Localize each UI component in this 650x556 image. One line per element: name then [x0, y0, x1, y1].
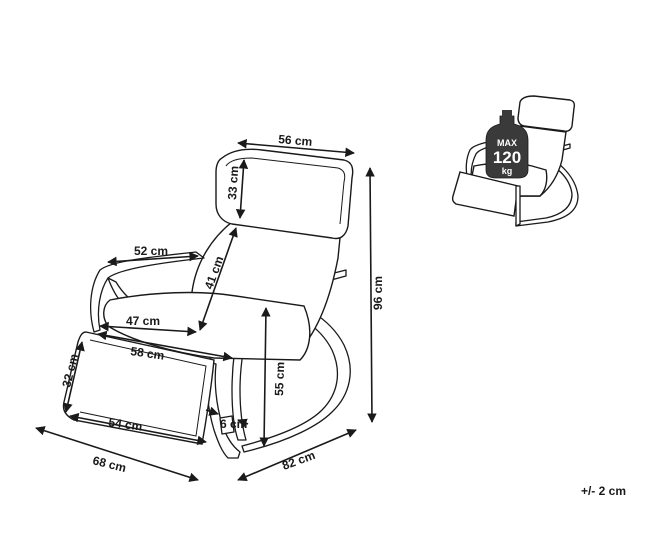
dim-line-headrest-width — [237, 138, 355, 158]
thumbnail-chair: MAX 120 kg — [451, 95, 579, 227]
dim-line-seat-outer — [97, 330, 233, 362]
dim-line-leg-gap-left — [205, 406, 219, 416]
dim-line-headrest-height — [235, 159, 249, 219]
badge-unit-label: kg — [502, 166, 513, 176]
weight-badge-cap — [502, 110, 512, 117]
leg-bracket — [219, 415, 235, 435]
dim-line-base-length — [237, 428, 357, 482]
label-headrest-height: 33 cm — [225, 165, 241, 200]
dim-line-footrest-height — [63, 341, 85, 413]
label-total-height: 96 cm — [371, 276, 385, 310]
chair-drawing — [62, 148, 354, 459]
label-seat-inner: 47 cm — [126, 314, 160, 328]
thumb-leg — [515, 185, 521, 227]
label-seat-outer: 58 cm — [130, 344, 166, 363]
thumb-footrest — [451, 171, 519, 217]
label-headrest-width: 56 cm — [278, 132, 313, 149]
label-footrest-width: 54 cm — [108, 415, 144, 434]
headrest-seam — [225, 157, 346, 225]
label-total-depth: 68 cm — [91, 453, 127, 475]
tolerance-note: +/- 2 cm — [581, 484, 626, 498]
badge-max-label: MAX — [497, 138, 517, 148]
thumb-headrest — [517, 95, 576, 132]
label-seat-height: 55 cm — [272, 362, 287, 396]
label-leg-gap: 6 cm — [220, 417, 247, 431]
badge-weight-value: 120 — [493, 148, 521, 167]
dim-line-total-depth — [35, 426, 199, 482]
dim-line-armrest-depth — [107, 251, 199, 267]
label-armrest-depth: 52 cm — [134, 244, 168, 258]
dim-line-leg-gap-right — [237, 418, 249, 428]
dim-line-total-height — [365, 167, 377, 423]
weight-badge: MAX 120 kg — [485, 110, 529, 179]
weight-badge-shape — [485, 115, 529, 179]
label-base-length: 82 cm — [280, 448, 317, 473]
dim-line-backrest-height — [198, 227, 238, 331]
dim-line-seat-height — [259, 307, 271, 447]
dimension-lines — [35, 138, 377, 482]
